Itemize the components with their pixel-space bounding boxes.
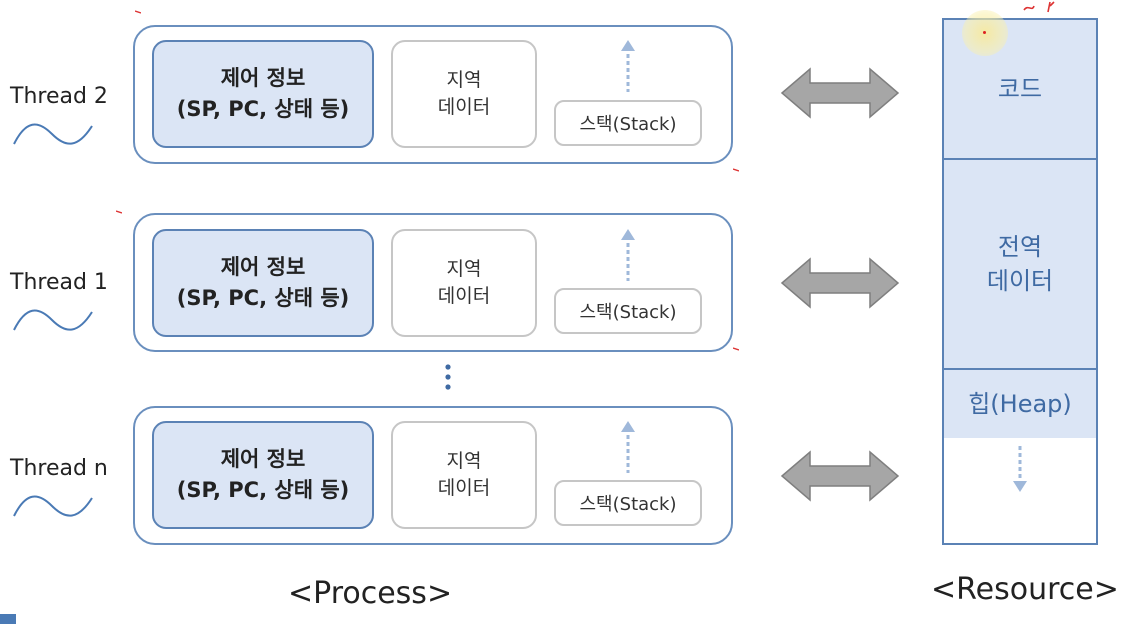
- annotation-scribble: [1023, 1, 1055, 13]
- local-data-box: 지역 데이터: [391, 229, 537, 337]
- local-data-line1: 지역: [446, 450, 482, 472]
- double-arrow-icon: [780, 67, 900, 119]
- control-info-detail: (SP, PC, 상태 등): [176, 478, 350, 502]
- global-data-segment: 전역 데이터: [944, 160, 1096, 368]
- segment-divider: [944, 368, 1096, 370]
- stack-box: 스택(Stack): [554, 288, 702, 334]
- process-caption: <Process>: [288, 576, 453, 611]
- control-info-title: 제어 정보: [220, 66, 306, 90]
- double-arrow-icon: [780, 257, 900, 309]
- stack-growth-arrow-icon: [621, 229, 635, 281]
- wave-icon: [13, 309, 93, 331]
- stack-growth-arrow-icon: [621, 421, 635, 473]
- ellipsis-icon: [445, 364, 451, 390]
- control-info-box: 제어 정보 (SP, PC, 상태 등): [152, 40, 374, 148]
- global-data-line1: 전역: [997, 233, 1043, 261]
- resource-caption: <Resource>: [931, 572, 1119, 607]
- annotation-mark: [135, 10, 141, 14]
- wave-icon: [13, 495, 93, 517]
- code-label: 코드: [997, 75, 1043, 103]
- local-data-line2: 데이터: [437, 96, 491, 118]
- stack-growth-arrow-icon: [621, 40, 635, 92]
- corner-icon: [0, 614, 16, 624]
- heap-segment: 힙(Heap): [944, 370, 1096, 438]
- double-arrow-icon: [780, 450, 900, 502]
- control-info-detail: (SP, PC, 상태 등): [176, 286, 350, 310]
- control-info-title: 제어 정보: [220, 255, 306, 279]
- annotation-mark: [733, 168, 739, 172]
- annotation-mark: [116, 210, 122, 214]
- thread-label: Thread n: [10, 456, 108, 481]
- control-info-box: 제어 정보 (SP, PC, 상태 등): [152, 229, 374, 337]
- thread-label: Thread 1: [10, 270, 108, 295]
- global-data-line2: 데이터: [986, 267, 1054, 295]
- local-data-line2: 데이터: [437, 285, 491, 307]
- local-data-line1: 지역: [446, 258, 482, 280]
- control-info-box: 제어 정보 (SP, PC, 상태 등): [152, 421, 374, 529]
- heap-growth-arrow-icon: [1013, 446, 1027, 492]
- heap-label: 힙(Heap): [968, 390, 1072, 418]
- segment-divider: [944, 158, 1096, 160]
- control-info-title: 제어 정보: [220, 447, 306, 471]
- local-data-line1: 지역: [446, 69, 482, 91]
- pointer-dot: [983, 31, 986, 34]
- local-data-line2: 데이터: [437, 477, 491, 499]
- code-segment: 코드: [944, 20, 1096, 158]
- stack-box: 스택(Stack): [554, 100, 702, 146]
- local-data-box: 지역 데이터: [391, 40, 537, 148]
- control-info-detail: (SP, PC, 상태 등): [176, 97, 350, 121]
- local-data-box: 지역 데이터: [391, 421, 537, 529]
- thread-label: Thread 2: [10, 84, 108, 109]
- stack-box: 스택(Stack): [554, 480, 702, 526]
- resource-column: 코드 전역 데이터 힙(Heap): [942, 18, 1098, 545]
- wave-icon: [13, 123, 93, 145]
- annotation-mark: [733, 347, 739, 351]
